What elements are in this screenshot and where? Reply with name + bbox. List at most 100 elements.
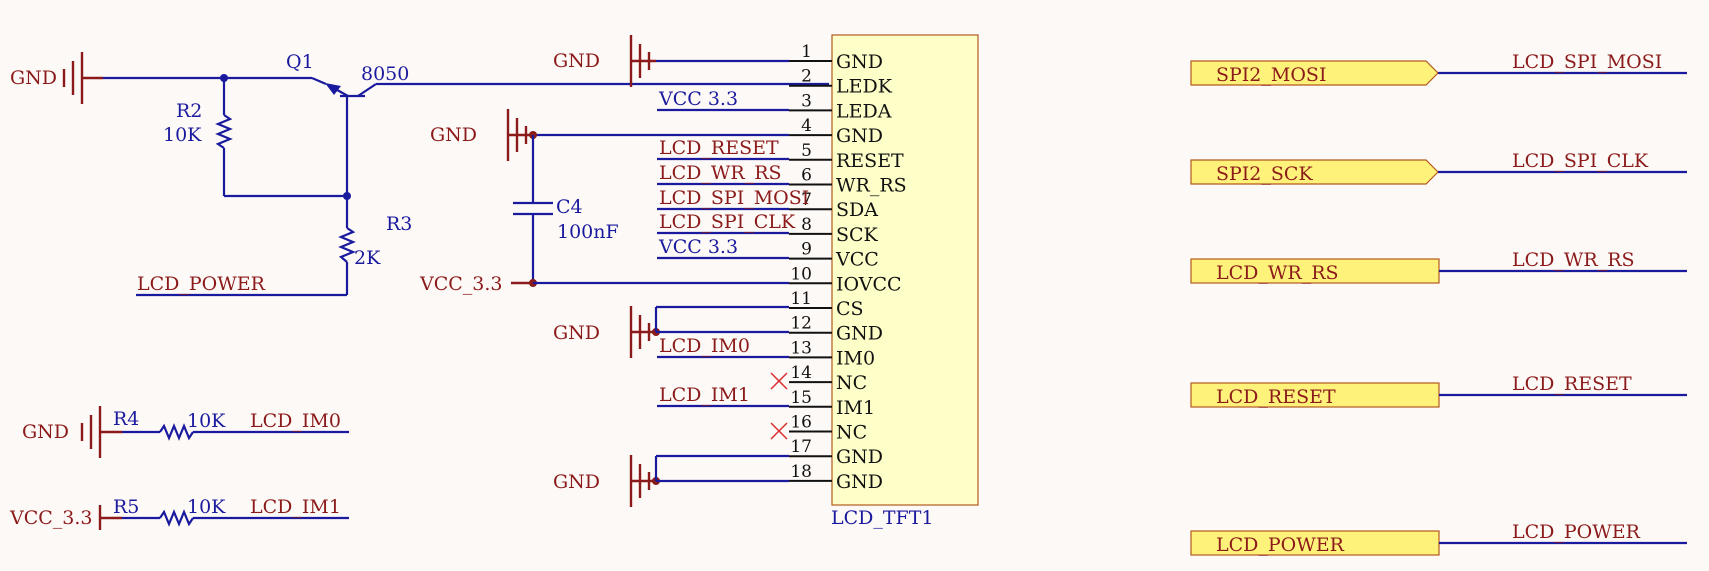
pin-name: NC [836, 372, 867, 394]
lcd-pin-15: 15 IM1 [789, 388, 875, 419]
pin-name: IOVCC [836, 273, 902, 295]
port-lcd-power[interactable]: LCD_POWER LCD_POWER [1190, 521, 1687, 556]
gnd-label-r4: GND [22, 421, 69, 443]
net-label: LCD_RESET [1512, 373, 1632, 395]
pin-name: GND [836, 51, 883, 73]
port-lcd-reset[interactable]: LCD_RESET LCD_RESET [1190, 373, 1687, 408]
r3-designator: R3 [386, 213, 412, 235]
pin-number: 12 [790, 314, 812, 334]
noconnect-pin16 [770, 422, 788, 440]
lcd-pin-7: 7 SDA [789, 190, 878, 221]
pin-number: 9 [801, 240, 812, 260]
net-vcc-pin9: VCC 3.3 [658, 236, 738, 258]
net-vcc-pin3: VCC 3.3 [658, 88, 738, 110]
gnd-label-pin4: GND [430, 124, 477, 146]
r2-designator: R2 [176, 100, 202, 122]
pin-name: IM1 [836, 397, 875, 419]
pin-name: IM0 [836, 347, 875, 369]
pin-number: 4 [801, 116, 812, 136]
lcd-pin-5: 5 RESET [789, 141, 904, 172]
c4-designator: C4 [556, 196, 583, 218]
pin-name: NC [836, 422, 867, 444]
pin-number: 5 [801, 141, 812, 161]
c4-value: 100nF [557, 221, 619, 243]
pin-name: LEDA [836, 100, 892, 122]
net-lcd-im1: LCD_IM1 [250, 496, 341, 518]
resistor-r4 [159, 423, 194, 441]
pin-number: 10 [790, 264, 812, 284]
port-label: SPI2_MOSI [1216, 64, 1326, 86]
lcd-designator: LCD_TFT1 [831, 507, 934, 529]
net-lcd-wr-rs-pin6: LCD_WR_RS [659, 162, 782, 184]
lcd-pin-18: 18 GND [789, 462, 883, 493]
lcd-pin-13: 13 IM0 [789, 338, 875, 369]
r4-designator: R4 [113, 408, 139, 430]
port-spi2-mosi[interactable]: SPI2_MOSI LCD_SPI_MOSI [1190, 51, 1687, 86]
port-label: SPI2_SCK [1216, 163, 1313, 185]
gnd-label-q1: GND [10, 67, 57, 89]
port-label: LCD_RESET [1216, 386, 1336, 408]
pin-name: GND [836, 125, 883, 147]
pin-name: LEDK [836, 76, 893, 98]
port-section: SPI2_MOSI LCD_SPI_MOSI SPI2_SCK LCD_SPI_… [1190, 51, 1687, 556]
port-lcd-wr-rs[interactable]: LCD_WR_RS LCD_WR_RS [1190, 249, 1687, 284]
r2-value: 10K [163, 124, 202, 146]
resistor-r5 [159, 509, 194, 527]
net-lcd-power: LCD_POWER [137, 273, 266, 295]
pin-name: VCC [835, 249, 879, 271]
backlight-driver: GND R2 10K Q1 8050 R3 2K LCD_POWER [10, 50, 829, 297]
net-label: LCD_POWER [1512, 521, 1641, 543]
resistor-r2 [215, 114, 233, 149]
port-spi2-sck[interactable]: SPI2_SCK LCD_SPI_CLK [1190, 150, 1687, 185]
lcd-pin-9: 9 VCC [789, 240, 879, 271]
net-lcd-im0: LCD_IM0 [250, 410, 341, 432]
lcd-pin-16: 16 NC [789, 413, 867, 444]
pin-number: 16 [790, 413, 812, 433]
q1-designator: Q1 [286, 51, 314, 73]
net-label: LCD_SPI_CLK [1512, 150, 1649, 172]
gnd-symbol-q1 [62, 50, 84, 106]
pin-number: 7 [801, 190, 812, 210]
pin-number: 3 [801, 91, 812, 111]
gnd-label-pin1: GND [553, 50, 600, 72]
port-label: LCD_POWER [1216, 534, 1345, 556]
resistor-r3 [338, 227, 356, 263]
lcd-pin-3: 3 LEDA [789, 91, 892, 122]
r4-value: 10K [187, 410, 226, 432]
lcd-tft1-body [831, 34, 979, 506]
pin-name: SDA [836, 199, 878, 221]
gnd-label-pin12: GND [553, 322, 600, 344]
gnd-label-pin18: GND [553, 471, 600, 493]
net-lcd-reset-pin5: LCD_RESET [659, 137, 779, 159]
lcd-pin-1: 1 GND [789, 42, 883, 73]
pin-number: 1 [801, 42, 812, 62]
pin-name: GND [836, 323, 883, 345]
lcd-pin-14: 14 NC [789, 363, 867, 394]
pin-number: 13 [790, 338, 812, 358]
pin-number: 14 [790, 363, 812, 383]
vcc-label-pin10: VCC_3.3 [419, 273, 503, 295]
pin-number: 6 [801, 166, 812, 186]
pin-number: 17 [790, 437, 812, 457]
pin-name: GND [836, 471, 883, 493]
port-label: LCD_WR_RS [1216, 262, 1339, 284]
lcd-pin-4: 4 GND [789, 116, 883, 147]
pin-number: 15 [790, 388, 812, 408]
im-strap-resistors: GND R4 10K LCD_IM0 VCC_3.3 R5 10K LCD_IM… [9, 404, 349, 530]
r5-value: 10K [187, 496, 226, 518]
pin-name: SCK [836, 224, 879, 246]
pin-number: 18 [790, 462, 812, 482]
r5-designator: R5 [113, 496, 139, 518]
pin-name: CS [836, 298, 864, 320]
pin-name: RESET [836, 150, 904, 172]
net-lcd-spi-mosi-pin7: LCD_SPI_MOSI [659, 187, 809, 209]
q1-value: 8050 [361, 63, 409, 85]
